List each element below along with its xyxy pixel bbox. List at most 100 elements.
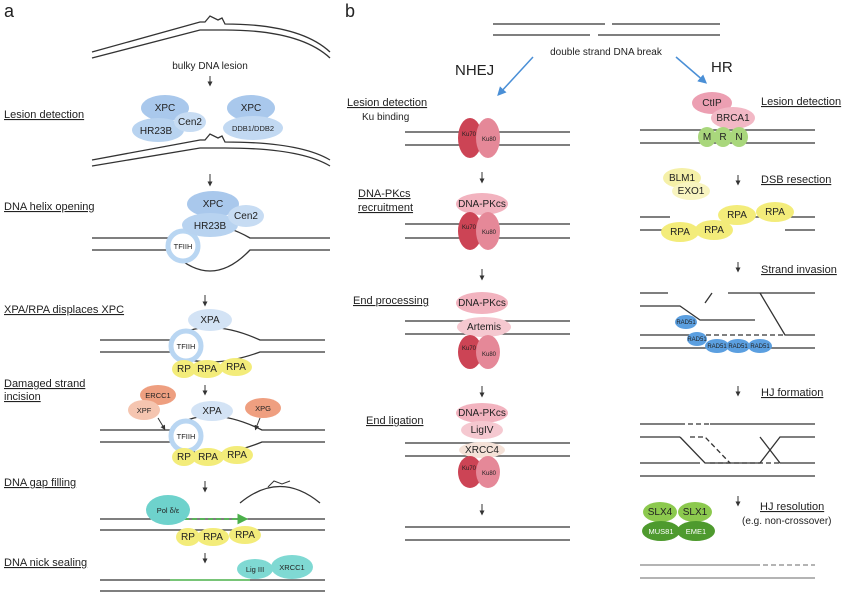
ku70-protein-2: [458, 212, 482, 250]
hr-title: HR: [711, 59, 733, 76]
panel-a-label: a: [4, 1, 15, 21]
xrcc4-label: XRCC4: [465, 445, 499, 456]
incision-dna: [100, 415, 325, 455]
ner-step-lesion-detection: Lesion detection: [4, 109, 84, 121]
rpa-label-4: RPA: [227, 450, 247, 461]
hr-step-hj-resolution: HJ resolution: [760, 501, 824, 513]
tfiih-label-1: TFIIH: [174, 242, 193, 251]
ner-step-nick-sealing: DNA nick sealing: [4, 557, 87, 569]
tfiih-ring-1: [165, 228, 201, 264]
nhej-step-detection-2: Ku binding: [362, 112, 409, 123]
mrn-complex: [698, 127, 748, 147]
slx1-label: SLX1: [683, 507, 708, 518]
hr23b-label-2: HR23B: [194, 221, 227, 232]
xpa-protein-1: [188, 309, 232, 331]
rpa-label-1: RPA: [197, 364, 217, 375]
lesion-dna-bound: [91, 133, 331, 167]
ku80-label-3: Ku80: [482, 352, 497, 358]
lesion-caption: bulky DNA lesion: [172, 61, 248, 72]
xpa-rpa-dna: [100, 326, 325, 363]
rad51-label-2: RAD51: [687, 337, 707, 343]
ku80-label-1: Ku80: [482, 137, 497, 143]
ku80-label-4: Ku80: [482, 471, 497, 477]
dnapkcs-protein-2: [456, 292, 508, 314]
rpa-row-1: [172, 358, 252, 378]
dsb-dna-top: [493, 23, 720, 36]
brca1-label: BRCA1: [716, 113, 750, 124]
nhej-step-processing: End processing: [353, 295, 429, 307]
nbs1-label: N: [735, 132, 742, 143]
rpa-hr-label-1: RPA: [727, 210, 747, 221]
ku80-protein-3: [476, 335, 500, 369]
hr-branch-arrow: [675, 56, 708, 84]
xrcc1-label: XRCC1: [279, 563, 304, 572]
xrcc4-protein: [459, 442, 505, 458]
ku80-protein-2: [476, 212, 500, 250]
artemis-label: Artemis: [467, 322, 501, 333]
exo1-label: EXO1: [678, 186, 705, 197]
nhej-dna-repaired: [405, 526, 570, 541]
brca1-protein: [711, 107, 755, 129]
ku70-protein-1: [458, 118, 482, 158]
xpc-complex-left: [132, 95, 206, 142]
dnapkcs-protein-3: [456, 403, 508, 423]
hr-step-detection: Lesion detection: [761, 96, 841, 108]
hr-step-hj-resolution-note: (e.g. non-crossover): [742, 516, 831, 527]
ddb-complex: [223, 95, 283, 140]
slx4-label: SLX4: [648, 507, 673, 518]
ner-step-incision-1: Damaged strand: [4, 378, 85, 390]
ner-step-incision-2: incision: [4, 391, 41, 403]
rad50-label: R: [719, 132, 726, 143]
nhej-step-detection-1: Lesion detection: [347, 97, 427, 109]
ctip-label: CtIP: [702, 98, 722, 109]
xpa-label-2: XPA: [202, 406, 222, 417]
xpa-label-1: XPA: [200, 315, 220, 326]
ercc1-protein: [140, 385, 176, 405]
mus81-label: MUS81: [648, 527, 673, 536]
artemis-protein: [457, 317, 511, 337]
hr-step-invasion: Strand invasion: [761, 264, 837, 276]
rp-label-3: RP: [181, 532, 195, 543]
ku70-label-2: Ku70: [462, 225, 477, 231]
pol-protein: [146, 495, 190, 525]
xpg-label: XPG: [255, 404, 271, 413]
nhej-step-pkcs-2: recruitment: [358, 202, 413, 214]
ddb-label: DDB1/DDB2: [232, 124, 274, 133]
xpa-protein-2: [191, 401, 233, 421]
rpa-label-2: RPA: [226, 362, 246, 373]
rpa-label-5: RPA: [203, 532, 223, 543]
cen2-label-2: Cen2: [234, 211, 258, 222]
ku70-protein-3: [458, 335, 482, 369]
panel-b-label: b: [345, 1, 355, 21]
ner-step-xpa-rpa: XPA/RPA displaces XPC: [4, 304, 124, 316]
ligiv-protein: [461, 421, 503, 439]
xpf-protein: [128, 400, 160, 420]
xpc-label-1: XPC: [155, 103, 176, 114]
lig3-label: Lig III: [246, 565, 264, 574]
rad51-label-5: RAD51: [750, 344, 770, 350]
ku70-label-4: Ku70: [462, 466, 477, 472]
lesion-dna-top: [91, 15, 331, 59]
lig3-protein: [237, 559, 273, 579]
nhej-step-ligation: End ligation: [366, 415, 424, 427]
hr-invasion-dna: [640, 292, 815, 349]
dsb-caption: double strand DNA break: [550, 47, 663, 58]
xpc-label-2: XPC: [241, 103, 262, 114]
excised-oligo: [239, 485, 321, 504]
rp-label-1: RP: [177, 364, 191, 375]
dnapkcs-label-3: DNA-PKcs: [458, 408, 506, 419]
ner-step-helix-opening: DNA helix opening: [4, 201, 95, 213]
xpg-protein: [245, 398, 281, 418]
xrcc1-protein: [271, 555, 313, 579]
rad51-filament: [675, 315, 772, 353]
ercc1-label: ERCC1: [145, 391, 170, 400]
nhej-branch-arrow: [497, 56, 534, 96]
rpa-label-3: RPA: [198, 452, 218, 463]
ner-step-gap-filling: DNA gap filling: [4, 477, 76, 489]
ku80-protein-4: [476, 456, 500, 488]
xpc-label-3: XPC: [203, 199, 224, 210]
xpf-cut-arrow: [157, 417, 166, 431]
tfiih-label-2: TFIIH: [177, 342, 196, 351]
rad51-label-3: RAD51: [707, 344, 727, 350]
